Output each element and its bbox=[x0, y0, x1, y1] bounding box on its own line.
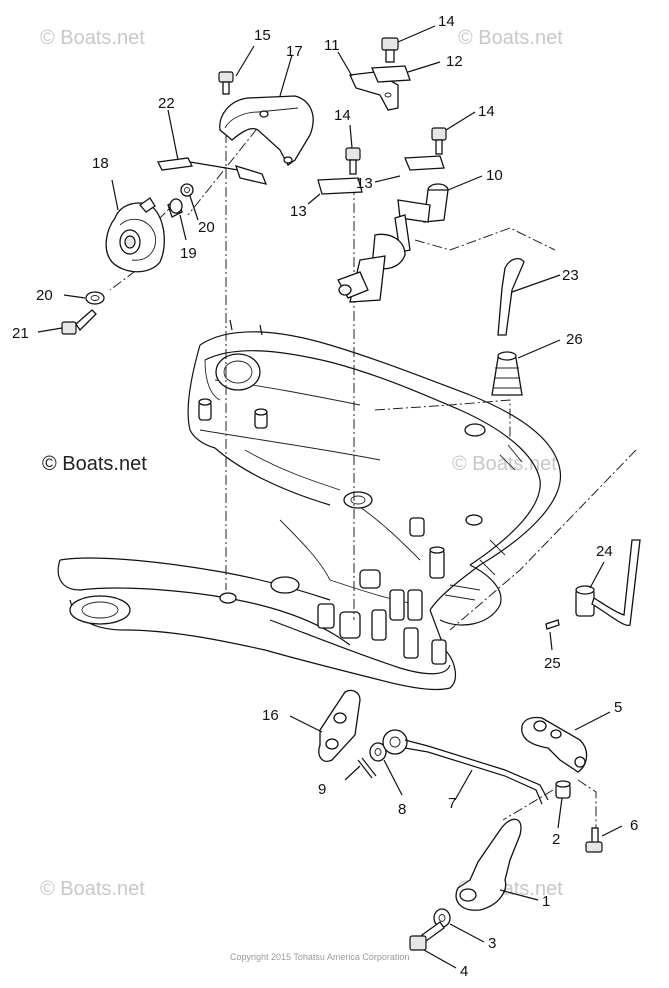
part-12-plate bbox=[371, 61, 441, 83]
callout-19: 19 bbox=[180, 245, 197, 262]
callout-6: 6 bbox=[630, 817, 638, 834]
part-14-bolt-right bbox=[431, 111, 476, 155]
callout-4: 4 bbox=[460, 963, 468, 980]
part-8-washer bbox=[369, 742, 403, 796]
callout-17: 17 bbox=[286, 43, 303, 60]
callout-20-upper: 20 bbox=[198, 219, 215, 236]
callout-26: 26 bbox=[566, 331, 583, 348]
callout-9: 9 bbox=[318, 781, 326, 798]
callout-11: 11 bbox=[324, 37, 340, 54]
callout-1: 1 bbox=[542, 893, 550, 910]
callout-18: 18 bbox=[92, 155, 109, 172]
part-15-bolt bbox=[218, 45, 255, 95]
callout-13-left: 13 bbox=[290, 203, 307, 220]
part-7-rod bbox=[382, 729, 549, 805]
callout-12: 12 bbox=[446, 53, 463, 70]
part-2-collar bbox=[555, 780, 571, 829]
part-20-washer-lower bbox=[63, 291, 105, 305]
part-13-plate-left bbox=[307, 177, 363, 205]
part-21-bolt bbox=[37, 309, 97, 335]
part-4-bolt bbox=[409, 921, 457, 969]
part-13-plate-right bbox=[374, 155, 445, 183]
callout-10: 10 bbox=[486, 167, 503, 184]
callout-22: 22 bbox=[158, 95, 175, 112]
watermark-top-left: © Boats.net bbox=[40, 27, 145, 49]
callout-14-top: 14 bbox=[438, 13, 455, 30]
part-18-cam bbox=[105, 179, 165, 273]
part-6-bolt bbox=[585, 825, 623, 853]
part-19-collar bbox=[167, 198, 187, 241]
callout-7: 7 bbox=[448, 795, 456, 812]
callout-23: 23 bbox=[562, 267, 579, 284]
callout-13-right: 13 bbox=[356, 175, 373, 192]
callout-15: 15 bbox=[254, 27, 271, 44]
callout-labels: 15 17 11 14 12 14 14 22 18 13 10 13 20 1… bbox=[12, 13, 638, 980]
part-3-washer bbox=[433, 908, 485, 943]
callout-14-right: 14 bbox=[478, 103, 495, 120]
bottom-cowl bbox=[57, 319, 562, 691]
callout-8: 8 bbox=[398, 801, 406, 818]
part-20-washer-upper bbox=[180, 183, 199, 221]
part-26-grommet bbox=[491, 339, 561, 396]
copyright-text: Copyright 2015 Tohatsu America Corporati… bbox=[230, 952, 409, 962]
callout-24: 24 bbox=[596, 543, 613, 560]
part-16-plate bbox=[289, 689, 361, 762]
callout-21: 21 bbox=[12, 325, 29, 342]
part-17-bracket bbox=[219, 54, 314, 166]
callout-14-center: 14 bbox=[334, 107, 351, 124]
part-25-pin bbox=[545, 619, 560, 651]
part-10-shaft bbox=[337, 175, 483, 303]
callout-3: 3 bbox=[488, 935, 496, 952]
part-14-bolt-top bbox=[381, 25, 436, 63]
part-5-arm bbox=[521, 711, 611, 773]
callout-20-lower: 20 bbox=[36, 287, 53, 304]
watermark-top-right: © Boats.net bbox=[458, 27, 563, 49]
callout-25: 25 bbox=[544, 655, 561, 672]
watermark-main: © Boats.net bbox=[42, 453, 147, 475]
assembly-guide-lines bbox=[109, 114, 637, 830]
part-14-bolt-center bbox=[345, 124, 361, 175]
part-9-cotter-pin bbox=[344, 757, 377, 781]
watermark-bottom-left: © Boats.net bbox=[40, 878, 145, 900]
callout-2: 2 bbox=[552, 831, 560, 848]
callout-5: 5 bbox=[614, 699, 622, 716]
part-22-rod bbox=[157, 109, 268, 185]
watermark-mid-right: © Boats.net bbox=[452, 453, 557, 475]
part-24-fitting bbox=[575, 539, 641, 627]
part-1-lever bbox=[455, 818, 539, 911]
part-23-hose bbox=[497, 257, 561, 336]
callout-16: 16 bbox=[262, 707, 279, 724]
